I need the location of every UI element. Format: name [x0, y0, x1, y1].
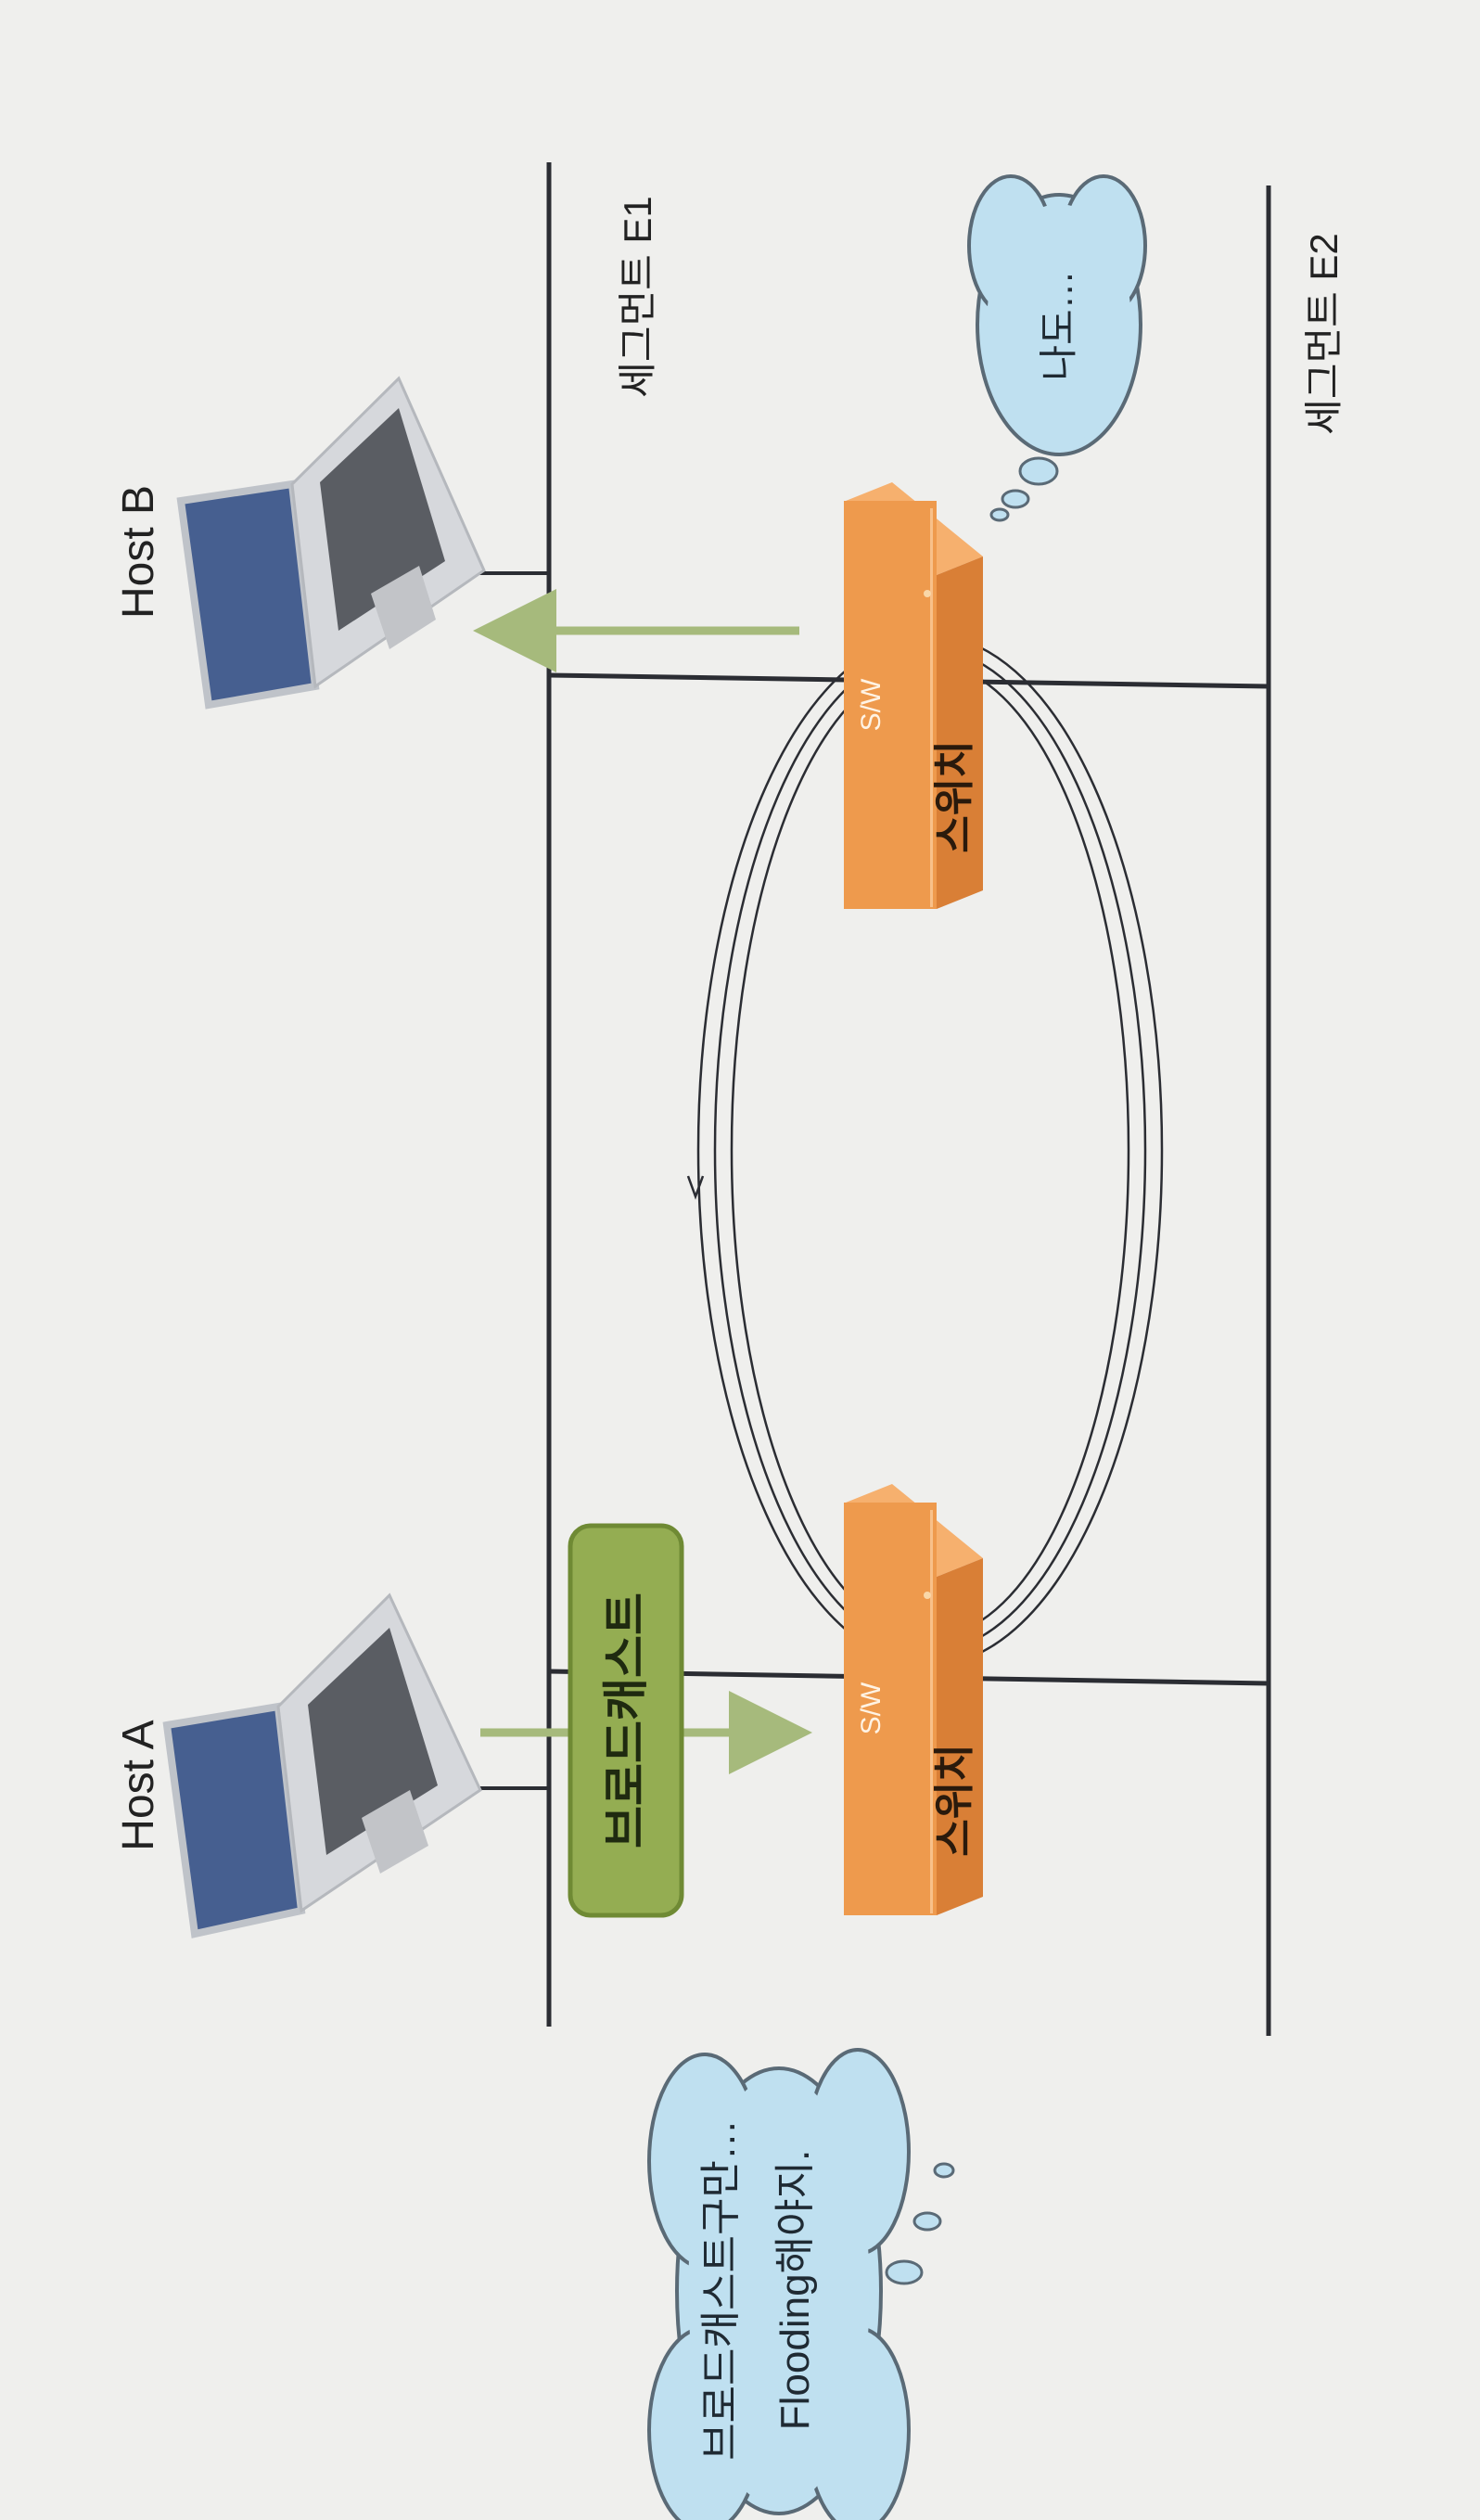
segment-e2-label: 세그먼트 E2: [1302, 233, 1346, 435]
thought-bubbles-host-a: [885, 2162, 955, 2285]
laptop-host-b-icon: [176, 376, 486, 710]
thought-bubbles-host-b: [989, 456, 1059, 522]
loop-direction-arrow-icon: [686, 1175, 705, 1200]
switch-bottom-name: 스위치: [932, 1744, 977, 1857]
switch-top-code: S/W: [856, 678, 887, 732]
switch-bottom-code: S/W: [856, 1682, 887, 1735]
host-b-label: Host B: [114, 484, 163, 620]
laptop-host-a-icon: [162, 1593, 482, 1938]
thought-a-line1: 브로드캐스트구만…: [698, 2119, 744, 2461]
broadcast-badge-label: 브로드캐스트: [600, 1593, 652, 1848]
broadcast-badge: [568, 1523, 684, 1918]
switch-bottom: [844, 1484, 983, 1915]
switch-top-name: 스위치: [932, 740, 977, 853]
switch-top: [844, 482, 983, 909]
thought-b-text: 나도…: [1037, 270, 1080, 381]
thought-cloud-host-b: [967, 174, 1147, 456]
thought-a-line2: Flooding해야지.: [772, 2149, 818, 2431]
thought-cloud-host-a: [647, 2048, 911, 2520]
segment-e1-label: 세그먼트 E1: [616, 196, 659, 398]
host-a-label: Host A: [114, 1720, 163, 1851]
